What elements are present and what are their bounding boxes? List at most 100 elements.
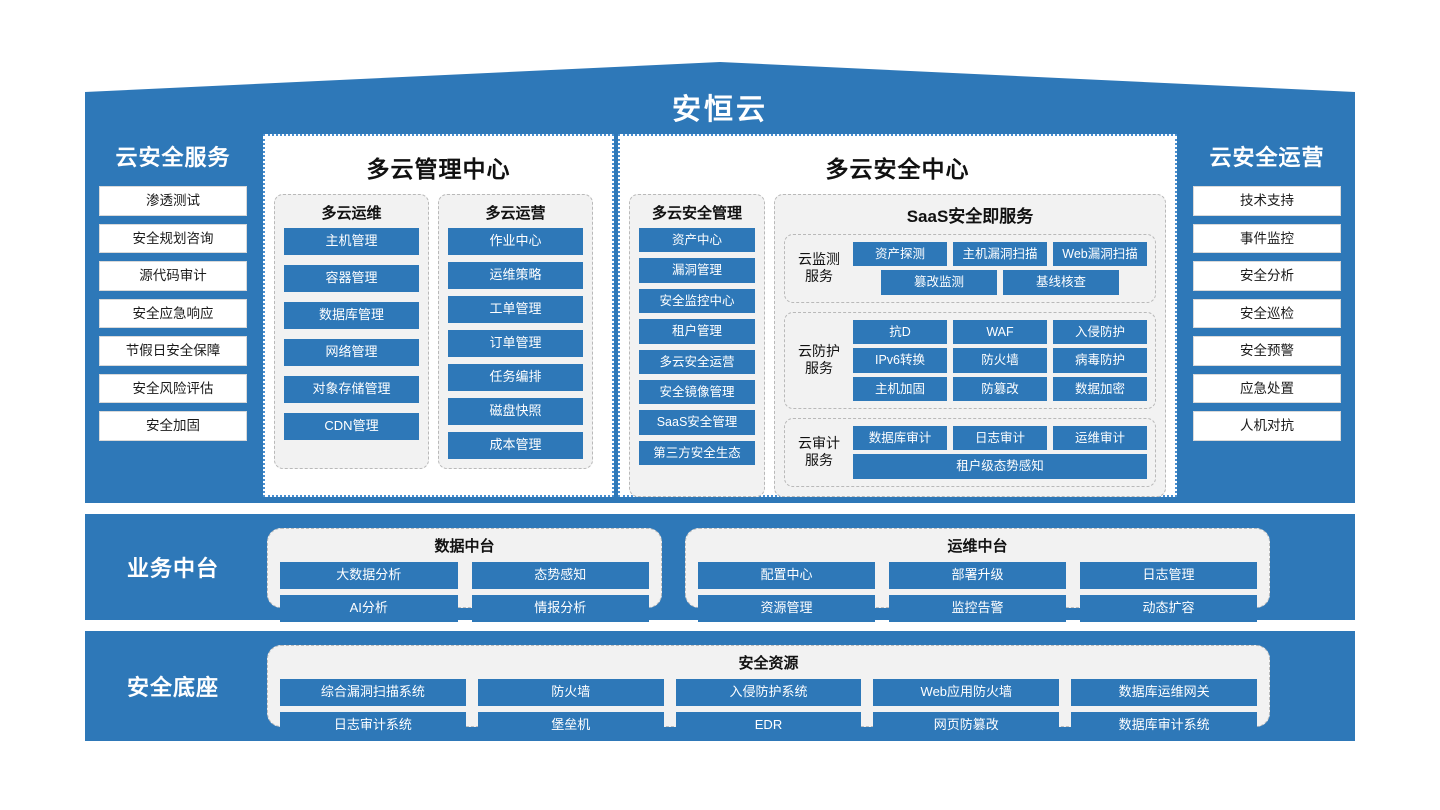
- module-chip[interactable]: 数据库运维网关: [1071, 679, 1257, 706]
- service-item[interactable]: 节假日安全保障: [99, 336, 247, 366]
- module-chip[interactable]: 数据库管理: [284, 301, 419, 329]
- module-chip[interactable]: 基线核查: [1003, 270, 1119, 295]
- module-chip[interactable]: 容器管理: [284, 264, 419, 292]
- card-column: 综合漏洞扫描系统 日志审计系统: [280, 679, 466, 739]
- module-chip[interactable]: AI分析: [280, 594, 458, 622]
- module-chip[interactable]: Web漏洞扫描: [1053, 242, 1147, 267]
- module-chip[interactable]: 网络管理: [284, 338, 419, 366]
- module-chip[interactable]: 防火墙: [477, 679, 664, 706]
- module-chip[interactable]: 租户级态势感知: [853, 454, 1147, 479]
- module-chip[interactable]: 数据库审计: [853, 425, 947, 451]
- module-chip[interactable]: 多云安全运营: [639, 349, 755, 374]
- operation-item[interactable]: 应急处置: [1193, 373, 1341, 404]
- module-chip[interactable]: 部署升级: [889, 562, 1066, 589]
- module-chip[interactable]: 入侵防护系统: [675, 679, 862, 706]
- pillar-left-title: 云安全服务: [115, 145, 231, 170]
- module-chip[interactable]: 任务编排: [448, 363, 583, 391]
- module-chip[interactable]: 资源管理: [698, 594, 875, 622]
- module-chip[interactable]: 监控告警: [889, 594, 1066, 622]
- card-column: 日志管理 动态扩容: [1080, 562, 1257, 622]
- module-chip[interactable]: 防火墙: [953, 348, 1047, 373]
- module-chip[interactable]: 主机管理: [284, 228, 419, 255]
- group-saas-security-service: SaaS安全即服务 云监测服务 资产探测 主机漏洞扫描 Web漏洞扫描: [774, 194, 1166, 497]
- module-chip[interactable]: CDN管理: [284, 412, 419, 440]
- module-chip[interactable]: Web应用防火墙: [873, 679, 1060, 706]
- operation-item[interactable]: 技术支持: [1193, 186, 1341, 216]
- module-chip[interactable]: 网页防篡改: [873, 711, 1060, 739]
- service-item[interactable]: 安全规划咨询: [99, 223, 247, 254]
- module-chip[interactable]: 作业中心: [448, 228, 583, 255]
- module-chip[interactable]: 数据库审计系统: [1071, 711, 1257, 739]
- module-chip[interactable]: 安全监控中心: [639, 288, 755, 314]
- module-chip[interactable]: 资产探测: [853, 242, 947, 267]
- module-chip[interactable]: 第三方安全生态: [639, 440, 755, 465]
- operation-item[interactable]: 安全分析: [1193, 261, 1341, 291]
- business-middle-band: 业务中台 数据中台 大数据分析 AI分析 态势感知 情报分析 运维中台 配置中心…: [85, 514, 1355, 622]
- module-chip[interactable]: 日志审计: [953, 425, 1047, 451]
- module-chip[interactable]: 防篡改: [953, 376, 1047, 401]
- module-chip[interactable]: 入侵防护: [1053, 319, 1147, 345]
- module-chip[interactable]: 对象存储管理: [284, 375, 419, 403]
- module-chip[interactable]: 综合漏洞扫描系统: [280, 679, 466, 706]
- group-title: 多云运维: [321, 205, 382, 222]
- card-title: 安全资源: [738, 655, 799, 672]
- operation-item[interactable]: 人机对抗: [1193, 411, 1341, 441]
- module-chip[interactable]: EDR: [675, 711, 862, 739]
- saas-subgroup-cloud-audit: 云审计服务 数据库审计 日志审计 运维审计 租户级态势感知: [784, 417, 1156, 487]
- service-item[interactable]: 安全应急响应: [99, 298, 247, 329]
- module-chip[interactable]: 磁盘快照: [448, 397, 583, 425]
- module-chip[interactable]: 态势感知: [471, 562, 649, 589]
- business-middle-label: 业务中台: [126, 556, 219, 581]
- group-item-list: 主机管理 容器管理 数据库管理 网络管理 对象存储管理 CDN管理: [284, 228, 419, 440]
- card-column: 防火墙 堡垒机: [477, 679, 664, 739]
- module-chip[interactable]: 篡改监测: [881, 270, 997, 295]
- main-platform-band: 云安全服务 渗透测试 安全规划咨询 源代码审计 安全应急响应 节假日安全保障 安…: [85, 128, 1355, 503]
- card-column: 态势感知 情报分析: [471, 562, 649, 622]
- subgroup-label: 云审计服务: [798, 434, 840, 469]
- operation-item[interactable]: 安全预警: [1193, 336, 1341, 366]
- service-item[interactable]: 安全加固: [99, 411, 247, 441]
- subgroup-label: 云防护服务: [798, 342, 840, 377]
- module-chip[interactable]: 动态扩容: [1080, 594, 1257, 622]
- service-item[interactable]: 渗透测试: [99, 186, 247, 216]
- module-chip[interactable]: 租户管理: [639, 319, 755, 344]
- roof-banner: 安恒云: [85, 62, 1355, 128]
- module-chip[interactable]: IPv6转换: [853, 348, 947, 373]
- module-chip[interactable]: 漏洞管理: [639, 258, 755, 283]
- module-chip[interactable]: SaaS安全管理: [639, 410, 755, 435]
- module-chip[interactable]: 运维审计: [1053, 425, 1147, 451]
- module-chip[interactable]: 大数据分析: [280, 562, 458, 589]
- saas-subgroup-cloud-monitoring: 云监测服务 资产探测 主机漏洞扫描 Web漏洞扫描 篡改监测 基线核查: [784, 234, 1156, 303]
- card-column: 大数据分析 AI分析: [280, 562, 458, 622]
- section-title: 多云管理中心: [366, 156, 511, 182]
- group-multicloud-ops: 多云运维 主机管理 容器管理 数据库管理 网络管理 对象存储管理 CDN管理: [274, 194, 429, 469]
- module-chip[interactable]: 资产中心: [639, 228, 755, 253]
- module-chip[interactable]: 安全镜像管理: [639, 379, 755, 405]
- module-chip[interactable]: 运维策略: [448, 261, 583, 289]
- module-chip[interactable]: 病毒防护: [1053, 348, 1147, 373]
- pillar-left-list: 渗透测试 安全规划咨询 源代码审计 安全应急响应 节假日安全保障 安全风险评估 …: [95, 186, 251, 441]
- module-chip[interactable]: 抗D: [853, 319, 947, 345]
- card-security-resources: 安全资源 综合漏洞扫描系统 日志审计系统 防火墙 堡垒机 入侵防护系统 EDR …: [267, 645, 1270, 739]
- module-chip[interactable]: 配置中心: [698, 562, 875, 589]
- module-chip[interactable]: WAF: [953, 319, 1047, 345]
- saas-subgroup-cloud-protection: 云防护服务 抗D WAF 入侵防护 IPv6转换 防火墙: [784, 311, 1156, 409]
- card-data-platform: 数据中台 大数据分析 AI分析 态势感知 情报分析: [267, 528, 662, 622]
- operation-item[interactable]: 安全巡检: [1193, 298, 1341, 329]
- module-chip[interactable]: 日志管理: [1080, 562, 1257, 589]
- module-chip[interactable]: 日志审计系统: [280, 711, 466, 739]
- module-chip[interactable]: 成本管理: [448, 431, 583, 459]
- group-title: 多云安全管理: [651, 205, 742, 222]
- card-column: 数据库运维网关 数据库审计系统: [1071, 679, 1257, 739]
- module-chip[interactable]: 订单管理: [448, 329, 583, 357]
- module-chip[interactable]: 工单管理: [448, 295, 583, 323]
- module-chip[interactable]: 情报分析: [471, 594, 649, 622]
- operation-item[interactable]: 事件监控: [1193, 223, 1341, 254]
- module-chip[interactable]: 数据加密: [1053, 376, 1147, 401]
- module-chip[interactable]: 堡垒机: [477, 711, 664, 739]
- module-chip[interactable]: 主机加固: [853, 376, 947, 401]
- card-column: 入侵防护系统 EDR: [675, 679, 862, 739]
- module-chip[interactable]: 主机漏洞扫描: [953, 242, 1047, 267]
- service-item[interactable]: 源代码审计: [99, 261, 247, 291]
- service-item[interactable]: 安全风险评估: [99, 373, 247, 404]
